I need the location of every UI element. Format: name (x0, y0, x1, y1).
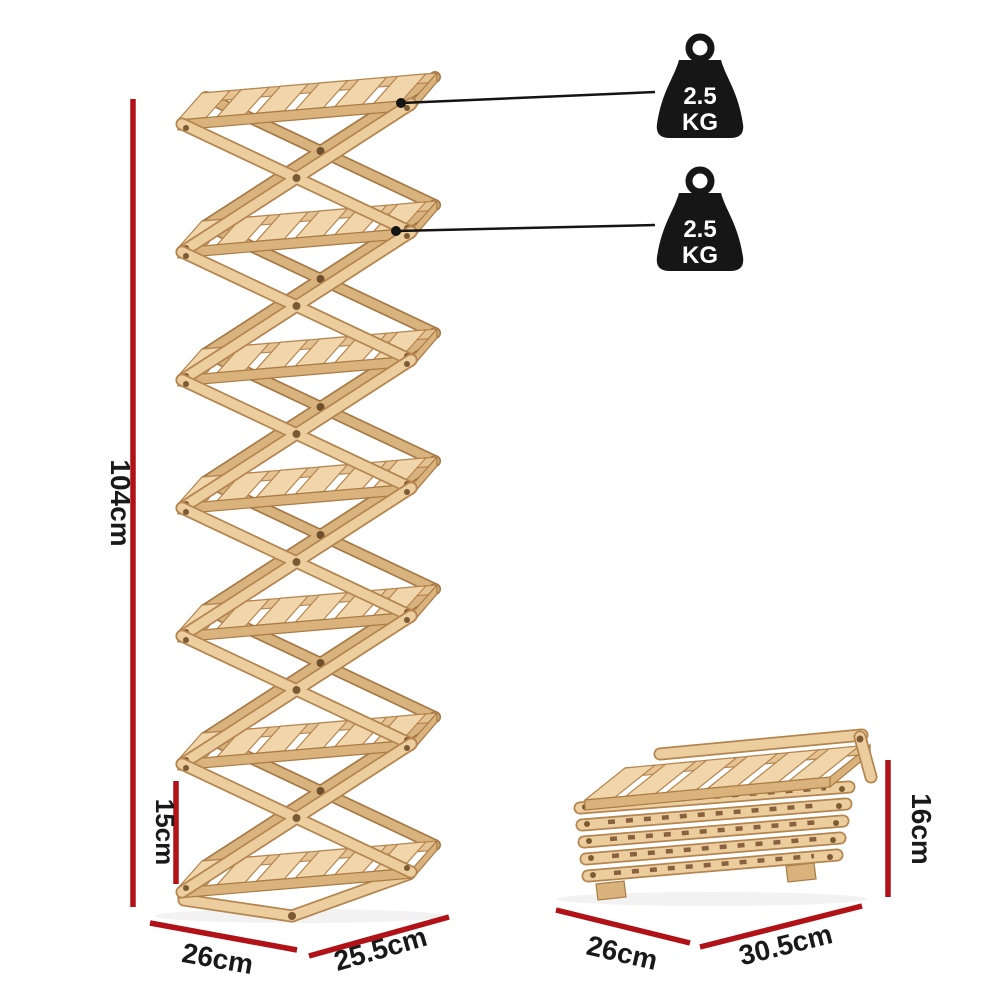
weight-handle (685, 33, 715, 63)
folded-raised-rail (653, 728, 878, 784)
weight-value: 2.5 (683, 83, 716, 110)
weight-unit: KG (682, 109, 718, 136)
weight-body (656, 60, 744, 138)
folded-top-shelf (583, 743, 871, 811)
dimension-depth: 25.5cm (308, 914, 450, 977)
dimension-folded-height: 16cm (885, 760, 937, 897)
dimension-folded-width: 26cm (555, 907, 691, 976)
dimension-label-height: 104cm (105, 459, 136, 546)
weight-unit: KG (682, 242, 718, 269)
callout-dot (391, 226, 401, 236)
weight-value: 2.5 (683, 216, 716, 243)
weight-callout-1: 2.5 KG (396, 33, 744, 138)
dimension-folded-depth: 30.5cm (699, 903, 863, 971)
dimension-line (149, 920, 298, 953)
tall-rack (155, 73, 445, 923)
dimension-line (555, 907, 691, 946)
dimension-label-width: 26cm (180, 937, 256, 980)
callout-line (395, 223, 656, 233)
dimension-label-folded-height: 16cm (906, 793, 937, 865)
weight-body (656, 193, 744, 271)
weight-callout-2: 2.5 KG (391, 166, 744, 271)
floor-shadow (557, 892, 867, 906)
dimension-width: 26cm (149, 920, 298, 980)
dimension-height: 104cm (105, 99, 136, 907)
folded-rack (557, 728, 878, 906)
dimension-tier-height: 15cm (150, 781, 180, 884)
callout-dot (396, 98, 406, 108)
rack-feet (177, 867, 416, 923)
folded-foot-left (595, 880, 627, 901)
dimension-label-folded-width: 26cm (584, 930, 661, 976)
dimension-label-depth: 25.5cm (330, 921, 430, 977)
dimension-label-tier-height: 15cm (150, 799, 180, 866)
dimension-line (308, 914, 450, 959)
weight-icon: 2.5 KG (656, 33, 744, 138)
weight-handle (685, 166, 715, 196)
callout-line (400, 90, 656, 105)
dimension-line (699, 903, 863, 950)
weight-icon: 2.5 KG (656, 166, 744, 271)
folded-foot-right (785, 862, 817, 883)
